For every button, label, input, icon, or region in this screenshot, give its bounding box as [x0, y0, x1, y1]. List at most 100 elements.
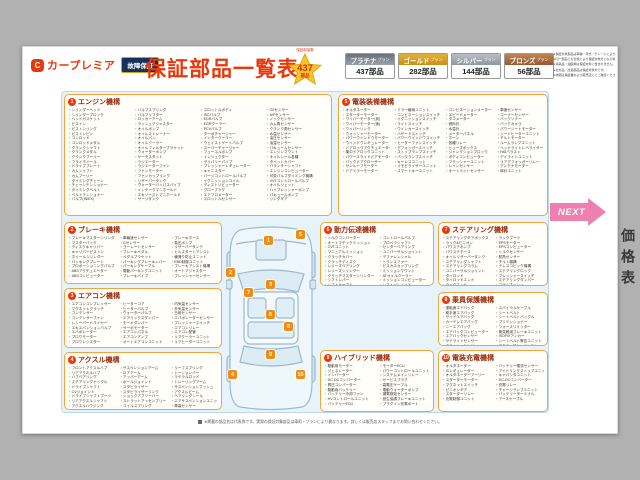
part-item: ・バルブ(IN/EX) [68, 197, 95, 202]
part-item: ・プリテンショナー [495, 320, 528, 325]
part-item: ・サーボモーター [119, 325, 149, 330]
section-steering: 7 ステアリング機構 ・ステアリングギアボックス・ラック&ピニオン・パワステポン… [438, 222, 548, 286]
part-item: ・オイルクーラー [134, 140, 163, 145]
part-item: ・車速センサー [496, 108, 522, 112]
part-item: ・サービスプラグ [379, 378, 408, 383]
part-item: ・トルクコンバーター [324, 236, 360, 240]
part-item: ・シリンダーヘッド [68, 108, 101, 112]
part-item: ・コンロッドメタル [68, 140, 101, 145]
section-title: エンジン機構 [78, 99, 120, 106]
part-item: ・フォースリミッター [495, 324, 531, 329]
part-item: ・イグニッションスイッチ [393, 117, 437, 122]
part-item: ・ワイパーリンク [342, 126, 371, 131]
section-number-badge: 9 [324, 354, 332, 362]
part-item: ・舵角センサー [495, 254, 521, 259]
part-item: ・外気温センサー [170, 306, 200, 311]
page-title: 保証部品一覧表 [145, 58, 299, 81]
part-item: ・DC-DCコンバーター [495, 378, 532, 383]
part-item: ・オイルパン [134, 136, 156, 141]
parts-list: ・オルタネーター・スターターモーター・ワイパーモーター(前)・ワイパーモーター(… [342, 108, 544, 174]
part-item: ・デリバリーパイプ [200, 159, 233, 164]
parts-list: ・フロントアクスルハブ・リアアクスルハブ・ハブベアリング・ステアリングナックル・… [68, 366, 218, 408]
car-marker-engine: 1 [264, 236, 273, 245]
part-item: ・チルトモーター [496, 136, 526, 141]
part-item: ・チャージランプユニット [495, 387, 538, 392]
part-item: ・昇圧コンバーター [324, 382, 357, 387]
part-item: ・バックカメラ [496, 122, 522, 127]
part-item: ・クランクシャフト [68, 145, 101, 150]
part-item: ・充電リレー [495, 382, 517, 387]
section-axle: 4 アクスル機構 ・フロントアクスルハブ・リアアクスルハブ・ハブベアリング・ステ… [64, 352, 222, 410]
car-marker-aircon: 3 [266, 280, 275, 289]
part-item: ・デイライトユニット [496, 155, 533, 160]
part-item: ・タペットカバー [266, 159, 295, 164]
part-item: ・エアコン配管 [170, 330, 196, 335]
part-item: ・エアミックスダンパー [119, 316, 159, 321]
part-item: ※消耗品・油脂類は保証対象に含まれません。 [553, 62, 615, 67]
parts-list: ・ブレーキマスターシリンダー・マスターバック・ディスクキャリパー・キャリパーピス… [68, 236, 218, 278]
part-item: ・助手席エアバッグ [442, 310, 475, 315]
part-item: ・エアコンコンプレッサー [68, 302, 112, 306]
part-item: ・ウォーターポンプ [134, 150, 167, 155]
part-item: ・インジェクター [200, 155, 229, 160]
part-item: ・スピードメーター [445, 112, 478, 117]
part-item: ・ブレーキペダル [119, 250, 149, 255]
part-item: ・ジャンクションブロック [445, 150, 488, 155]
part-item: ・マニュアルミッション [324, 250, 364, 255]
part-item: ・PCVバルブ [200, 126, 222, 131]
part-item: ・リザーバータンク [134, 178, 167, 183]
part-item: ・リアヒーターユニット [170, 339, 211, 344]
part-item: ・ヒーターバルブ [119, 306, 149, 311]
part-item: ・チルト機構 [495, 259, 517, 264]
part-item: ・パーキングケーブル [119, 264, 155, 269]
plan-suffix: プラン [430, 56, 443, 62]
part-item: ・サイドエアバッグ [442, 315, 475, 320]
plan-name: シルバー [456, 57, 483, 65]
part-item: ・キャニスター [200, 169, 226, 174]
part-item: ・ボディコンピューター [445, 155, 485, 160]
plan-part-count: 282部品 [409, 67, 437, 76]
part-item: ・Gセンサー [119, 240, 141, 245]
part-item: ・パワーウインドウスイッチ [393, 136, 441, 141]
part-item: ・コンデンサーファン [68, 316, 104, 321]
part-item: ・タイミングチェーン [68, 178, 104, 183]
part-item: ・ドアロックアクチュエーター [342, 145, 390, 150]
part-item: ・シートベルトバックル [495, 315, 535, 320]
part-item: ・パワーウインドウモーター [342, 136, 389, 141]
part-item: ・運転席エアバッグ [442, 306, 475, 310]
part-item: ・高電圧ケーブル [379, 382, 408, 387]
part-item: ・EGRクーラー [200, 122, 226, 127]
star-unit: 部品 [300, 73, 310, 78]
part-item: ・クランクプーリー [68, 155, 101, 160]
part-item: ・コラムブッシュ [495, 283, 524, 286]
part-item: ・ヒューズボックス [445, 145, 478, 150]
part-item: ・リアアクスルシャフト [68, 398, 108, 403]
part-item: ・クランクメタル [68, 150, 97, 155]
part-item: ・車輪速センサー [119, 236, 149, 240]
part-item: ・フラッシャーユニット [445, 159, 485, 164]
part-item: ※保証対象部品は車種・年式・グレードにより一部異なる場合があります。 [553, 52, 615, 56]
part-item: ・パワーシートモーター [496, 126, 536, 131]
part-item: ・パワースライドドアモーター [342, 155, 390, 160]
section-number-badge: 8 [442, 296, 450, 304]
part-item: ・イモビライザーユニット [393, 164, 437, 169]
plan-gold: ゴールド プラン 282部品 [398, 53, 448, 79]
part-item: ・カーテンエアバッグ [442, 320, 478, 325]
part-item: ・インバーター [324, 373, 350, 378]
part-item: ・EBD制御ユニット [170, 259, 204, 264]
part-item: ・クラッチマスターシリンダー [324, 273, 375, 278]
price-list-tab: 価格表 [620, 228, 636, 291]
part-item: ・シフトソレノイド [379, 283, 412, 286]
part-item: ・チェーンテンショナー [68, 183, 108, 188]
part-item: ・オルタネーター [342, 108, 371, 112]
part-item: ・マグネットクラッチ [68, 306, 104, 311]
car-marker-electric: 5 [296, 230, 305, 239]
part-item: ・ブロワモーター [68, 334, 97, 339]
plan-silver: シルバー プラン 144部品 [451, 53, 501, 79]
section-number-badge: 1 [68, 98, 76, 106]
plan-name: ブロンズ [509, 57, 536, 65]
part-item: ・ABSアクチュエーター [68, 268, 108, 273]
part-item: ・HVコントロールユニット [324, 396, 369, 401]
part-item: ・シートベルト警告ユニット [495, 338, 542, 343]
part-item: ・キーレスユニット [393, 159, 426, 164]
